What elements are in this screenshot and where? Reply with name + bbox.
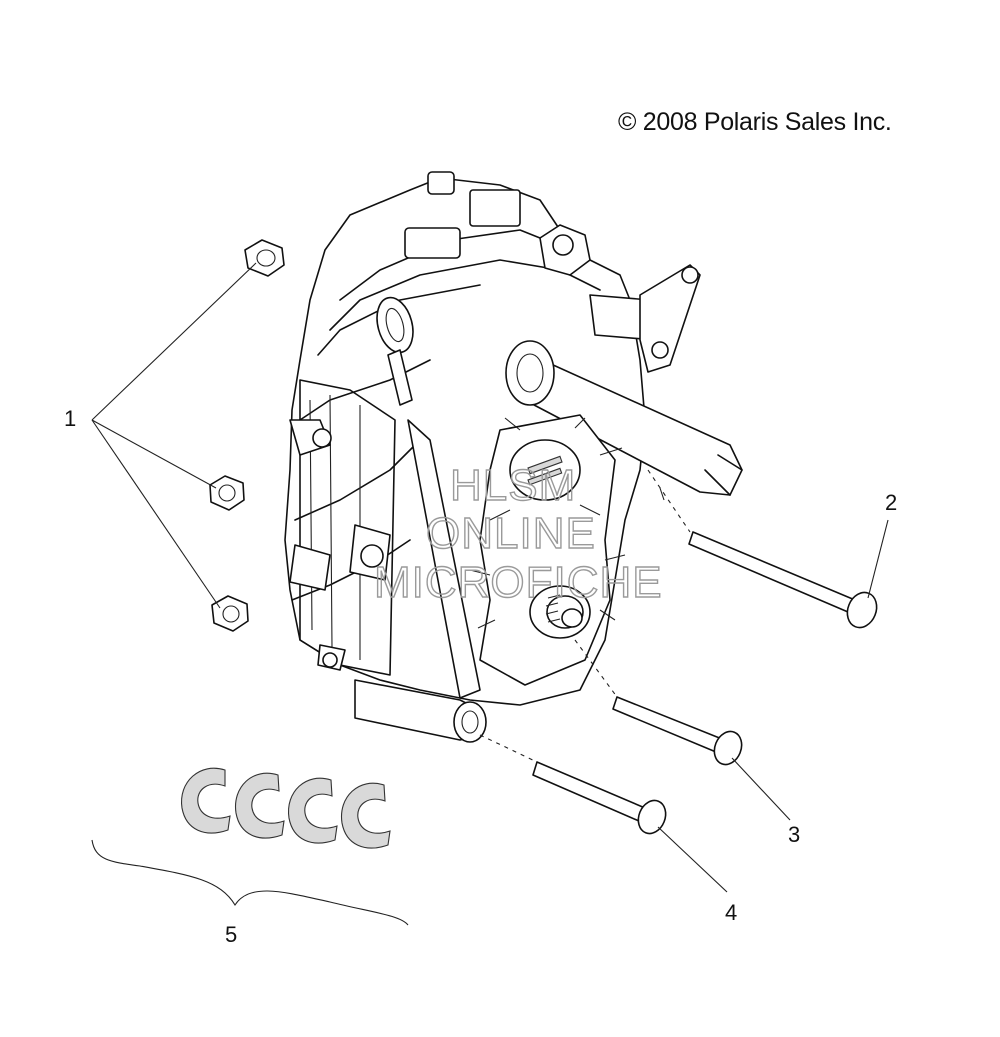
watermark-line-3: MICROFICHE bbox=[374, 558, 663, 607]
callout-3: 3 bbox=[788, 822, 800, 847]
part-2-long-bolt bbox=[688, 531, 878, 629]
callout-labels: 1 2 3 4 5 bbox=[64, 406, 897, 947]
c-clip-4 bbox=[340, 782, 391, 849]
flange-nut-middle bbox=[209, 475, 245, 511]
leader-lines bbox=[91, 262, 889, 926]
c-clip-1 bbox=[181, 767, 231, 834]
part-1-flange-nuts bbox=[209, 239, 285, 632]
watermark-line-2: ONLINE bbox=[426, 509, 596, 558]
callout-5: 5 bbox=[225, 922, 237, 947]
part-5-c-clips bbox=[181, 767, 391, 849]
callout-1: 1 bbox=[64, 406, 76, 431]
callout-2: 2 bbox=[885, 490, 897, 515]
flange-nut-top bbox=[244, 239, 285, 277]
part-4-bolt bbox=[532, 761, 667, 835]
watermark-line-1: HLSM bbox=[450, 461, 576, 510]
callout-4: 4 bbox=[725, 900, 737, 925]
copyright-notice: © 2008 Polaris Sales Inc. bbox=[618, 108, 892, 136]
watermark: HLSM ONLINE MICROFICHE bbox=[373, 460, 663, 607]
c-clip-3 bbox=[287, 777, 338, 844]
part-3-bolt bbox=[612, 696, 743, 766]
gearcase-assembly bbox=[284, 171, 743, 743]
c-clip-2 bbox=[234, 772, 285, 839]
flange-nut-bottom bbox=[211, 595, 249, 632]
